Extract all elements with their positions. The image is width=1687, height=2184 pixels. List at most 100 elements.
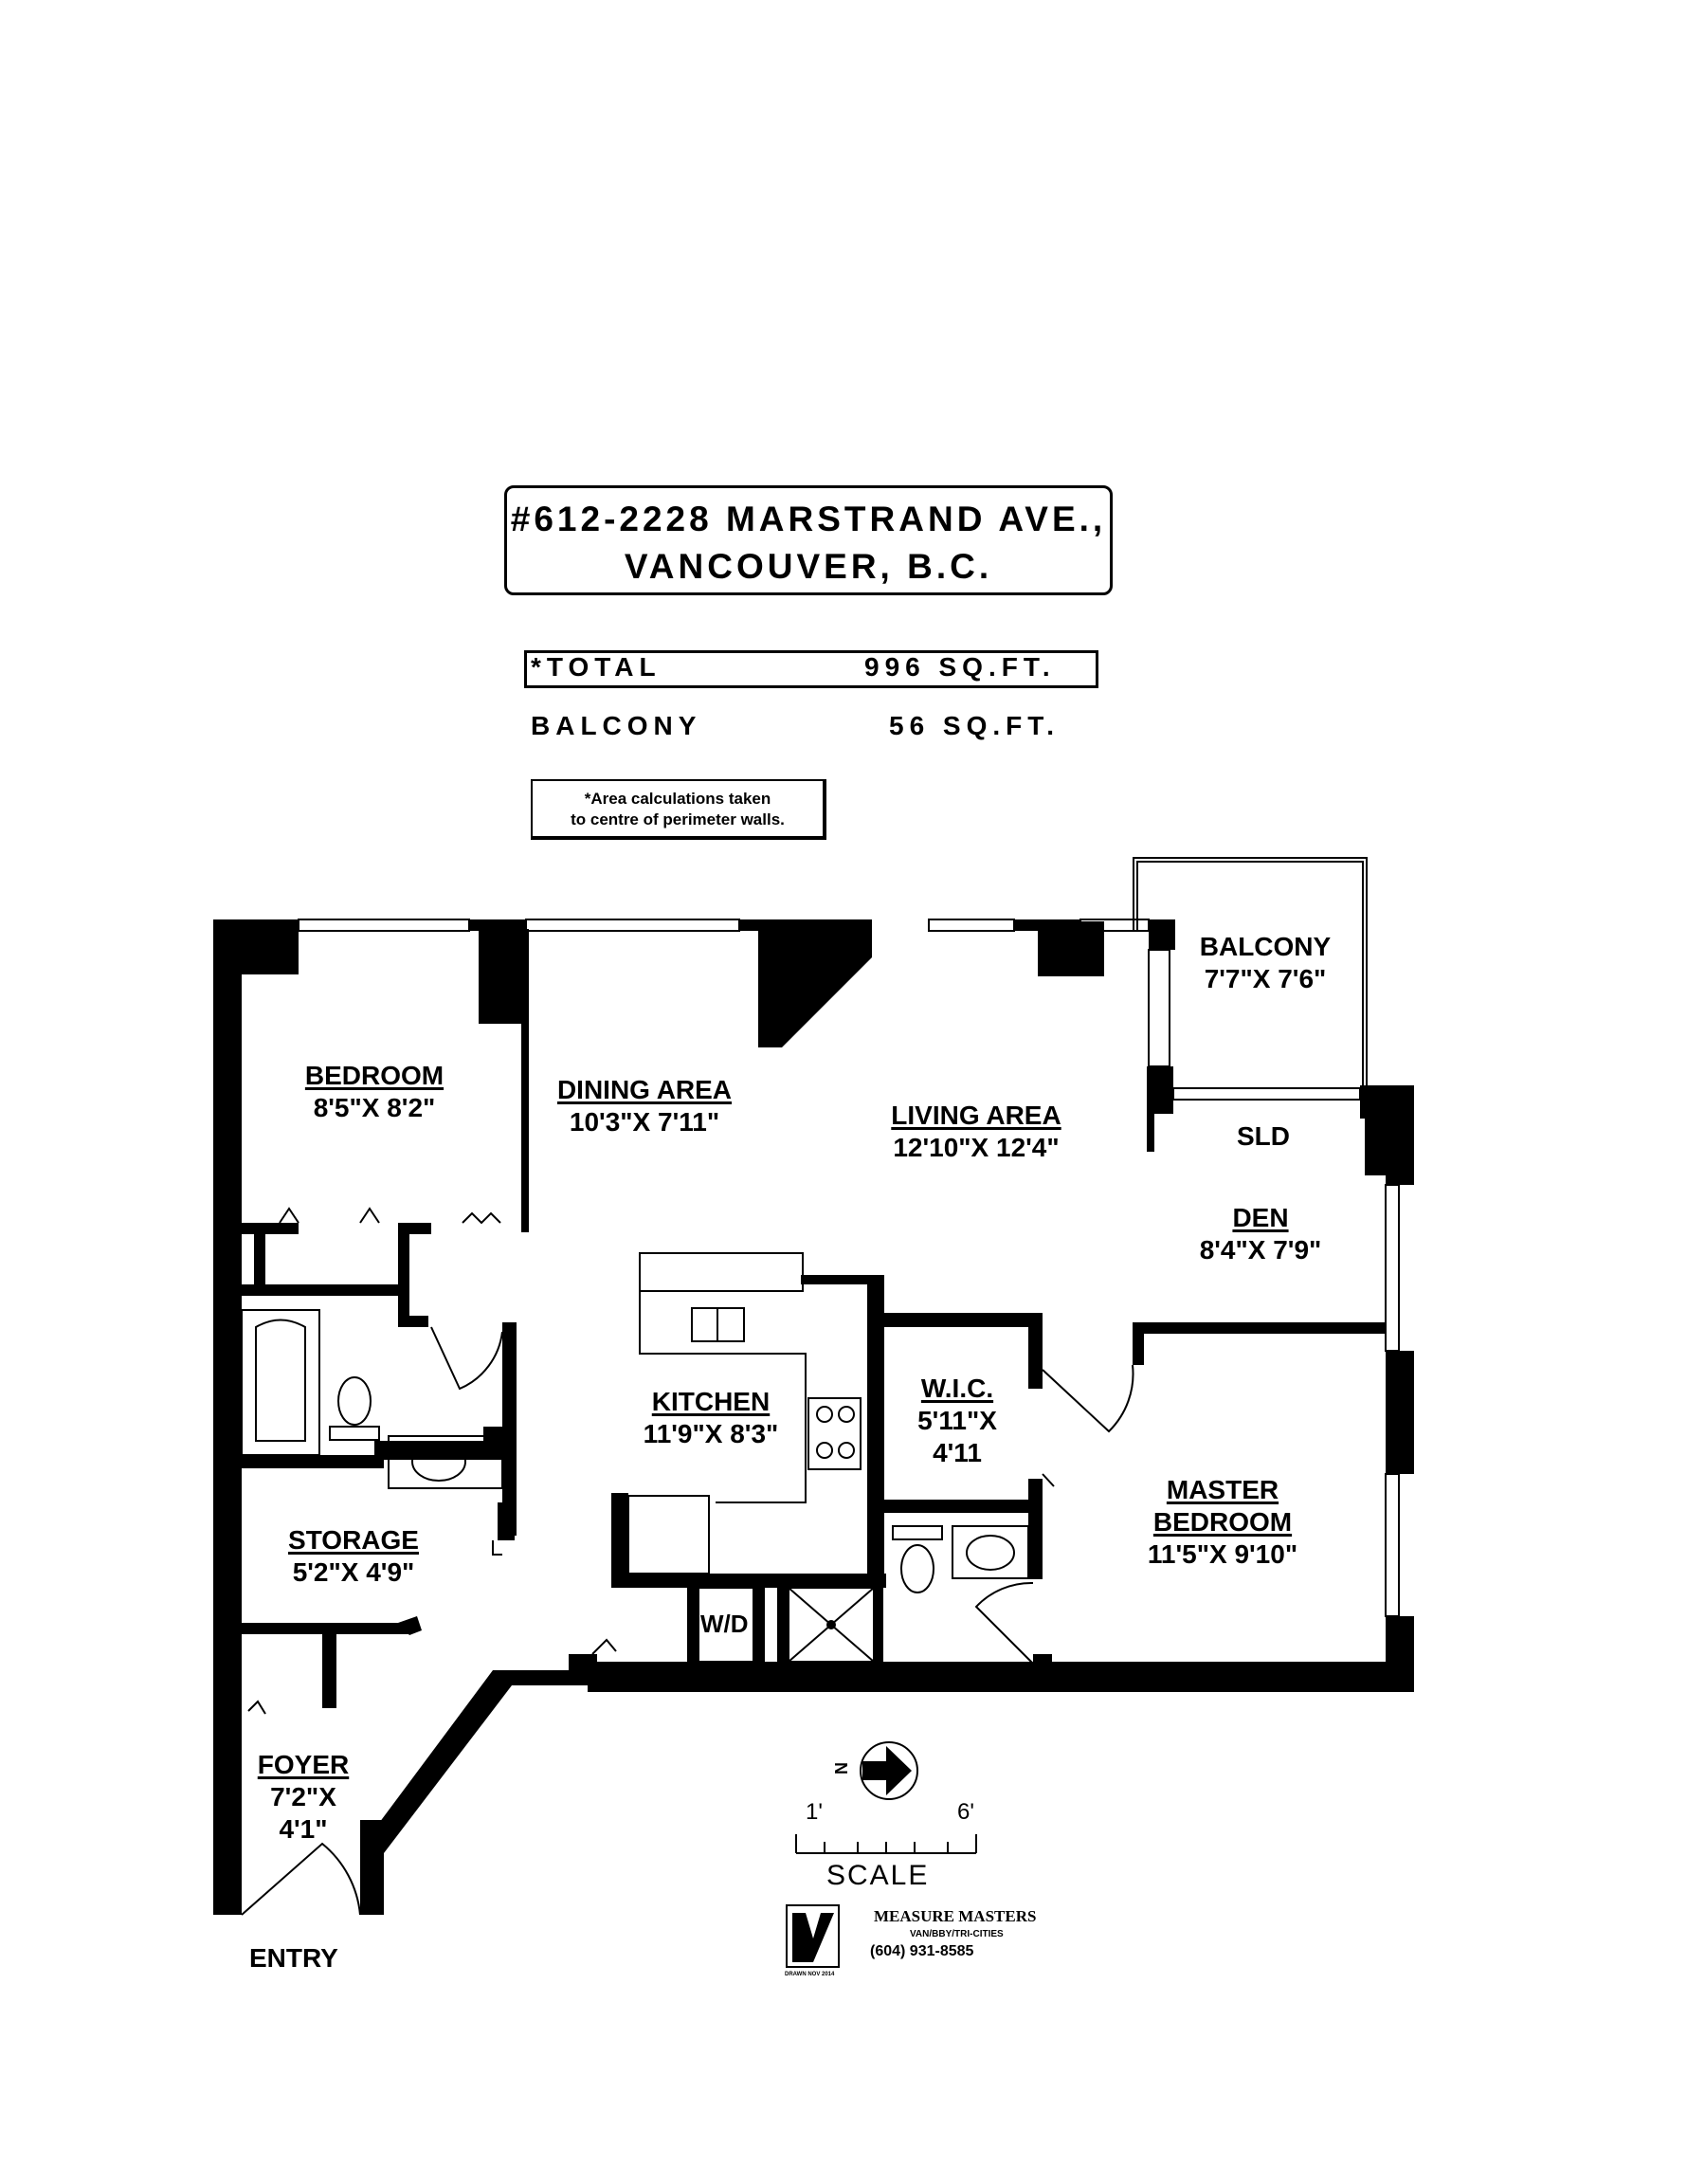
wall-wic-south [867,1500,1043,1513]
master-door-mark [1042,1473,1055,1487]
room-dining-name: DINING AREA [556,1075,733,1104]
bath-vanity [388,1435,503,1489]
room-bedroom-name: BEDROOM [304,1061,444,1090]
room-living-name: LIVING AREA [891,1101,1061,1130]
wall-wic-east [1028,1313,1043,1389]
room-wic-dims-2: 4'11 [933,1438,982,1467]
wall-ensuite-west [777,1588,789,1673]
entry-label: ENTRY [249,1943,338,1973]
ensuite-toilet [900,1544,934,1593]
pillar-dining-living [758,919,872,1047]
toilet-bowl [337,1376,372,1426]
wall-storage-ne [498,1502,515,1540]
ensuite-sink [966,1535,1015,1571]
logo-m-icon [792,1913,834,1962]
wall-ensuite-door-jamb [1033,1654,1052,1673]
room-living: LIVING AREA 12'10"X 12'4" [862,1100,1090,1164]
room-foyer-name: FOYER [257,1750,350,1779]
room-dining: DINING AREA 10'3"X 7'11" [540,1074,749,1138]
scale-label: SCALE [826,1860,930,1891]
wall-bath-south [242,1455,384,1468]
room-storage-dims: 5'2"X 4'9" [292,1557,415,1587]
bath-sink [411,1442,466,1482]
north-arrow-circle [860,1741,918,1800]
room-balcony: BALCONY 7'7"X 7'6" [1180,931,1351,995]
window-den-east [1385,1184,1400,1352]
logo-mark [786,1904,840,1968]
area-note: *Area calculations taken to centre of pe… [531,779,826,840]
wall-bath-north [242,1284,408,1296]
room-foyer: FOYER 7'2"X 4'1" [242,1749,365,1846]
logo-areas: VAN/BBY/TRI-CITIES [910,1929,1004,1939]
wall-living-den-stub [1147,1100,1154,1152]
address-line-1: #612-2228 MARSTRAND AVE., [510,500,1107,538]
burner-2 [838,1406,855,1423]
kitchen-upper-counter [639,1252,804,1292]
toilet-tank [329,1426,380,1441]
wall-nw-corner [213,919,299,974]
wall-vanity-south [374,1441,502,1460]
window-bedroom [298,919,470,932]
room-storage-name: STORAGE [288,1525,419,1555]
walls [213,919,1414,1915]
room-master-dims: 11'5"X 9'10" [1147,1539,1298,1569]
fridge [627,1495,710,1574]
wall-ensuite-east [1028,1513,1043,1579]
wall-closet-a [254,1223,265,1291]
area-note-line-2: to centre of perimeter walls. [571,810,785,828]
burner-1 [816,1406,833,1423]
shower [788,1587,875,1663]
room-kitchen: KITCHEN 11'9"X 8'3" [626,1386,796,1450]
wall-den-south-stub [1133,1322,1144,1365]
closet-door-c [462,1211,501,1225]
room-master-bedroom: MASTER BEDROOM 11'5"X 9'10" [1128,1474,1317,1571]
room-storage: STORAGE 5'2"X 4'9" [268,1524,439,1589]
scale-start-label: 1' [806,1799,823,1825]
wall-west [213,919,242,1915]
room-wic-dims-1: 5'11"X [917,1406,997,1435]
room-living-dims: 12'10"X 12'4" [893,1133,1060,1162]
washer-dryer [698,1587,754,1663]
balcony-outline [1133,857,1368,1088]
wall-kitchen-south [611,1574,886,1588]
room-kitchen-name: KITCHEN [651,1387,771,1416]
room-den: DEN 8'4"X 7'9" [1175,1202,1346,1266]
window-living-b [1079,919,1150,932]
wall-foyer-diagonal [360,1670,512,1915]
total-area-frame [524,650,1098,688]
burner-3 [816,1442,833,1459]
shower-drain [826,1620,836,1629]
room-den-dims: 8'4"X 7'9" [1199,1235,1322,1265]
wall-bedroom-south-a [242,1223,299,1234]
foyer-closet-door [247,1700,266,1715]
wall-storage-south [242,1623,412,1634]
bathtub-basin [255,1319,306,1442]
wall-bath-door-jamb [409,1316,428,1327]
room-bedroom-dims: 8'5"X 8'2" [313,1093,436,1122]
wall-south [588,1662,1414,1692]
window-dining [525,919,740,932]
room-master-name-1: MASTER [1166,1475,1279,1504]
wall-vanity-corner [483,1427,517,1460]
room-wic-name: W.I.C. [920,1374,994,1403]
room-kitchen-dims: 11'9"X 8'3" [643,1419,779,1448]
wall-balcony-corner [1149,919,1175,950]
address-line-2: VANCOUVER, B.C. [624,547,993,586]
north-label: N [831,1762,850,1774]
wd-label: W/D [700,1610,749,1638]
wall-hall-south-a [493,1670,588,1685]
wall-wic-north [867,1313,1038,1327]
balcony-area-label: BALCONY [531,711,702,740]
room-den-name: DEN [1232,1203,1289,1232]
closet-door-a [279,1207,299,1224]
sld-label: SLD [1237,1121,1290,1151]
storage-door-mark [492,1540,502,1556]
wall-east-mid [1386,1351,1414,1474]
logo-company: MEASURE MASTERS [874,1907,1037,1925]
wall-bedroom-east [521,929,529,1232]
logo-drawn: DRAWN NOV 2014 [785,1972,835,1977]
wall-foyer-stub [322,1634,336,1708]
ensuite-door-swing [974,1581,1034,1665]
pillar-bedroom-dining [479,919,526,1024]
